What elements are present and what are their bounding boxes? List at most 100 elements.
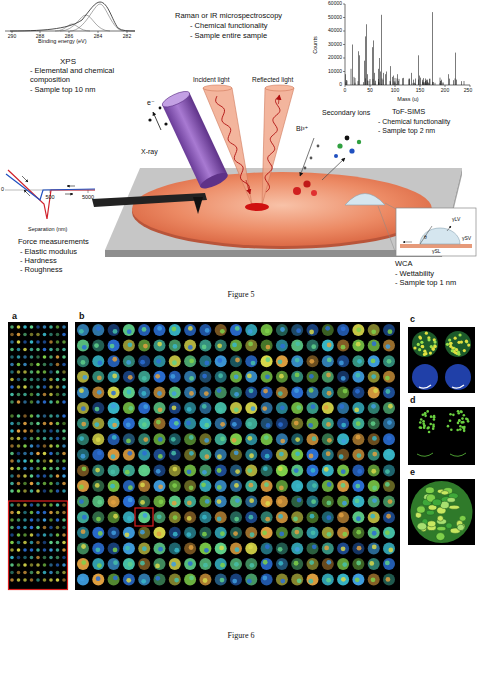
microarray-image bbox=[23, 526, 27, 530]
microarray-image bbox=[337, 496, 349, 508]
microarray-image bbox=[30, 363, 34, 367]
microarray-image bbox=[17, 422, 21, 426]
microarray-image bbox=[62, 452, 66, 456]
spectrum-peak bbox=[386, 72, 387, 86]
light-wave bbox=[265, 96, 280, 192]
microarray-image bbox=[108, 371, 120, 383]
microarray-image bbox=[30, 400, 34, 404]
microarray-image bbox=[245, 449, 257, 461]
microarray-image bbox=[189, 545, 194, 550]
microarray-image bbox=[245, 355, 257, 367]
microarray-image bbox=[30, 556, 34, 560]
microarray-image bbox=[10, 503, 14, 507]
microarray-image bbox=[341, 546, 346, 551]
microarray-image bbox=[307, 371, 319, 383]
microarray-image bbox=[234, 407, 239, 412]
microarray-image bbox=[154, 418, 166, 430]
microarray-image bbox=[276, 449, 288, 461]
microarray-image bbox=[368, 542, 380, 554]
microarray-image bbox=[309, 330, 314, 335]
microarray-image bbox=[457, 422, 460, 425]
microarray-image bbox=[201, 482, 206, 487]
microarray-image bbox=[217, 499, 222, 504]
microarray-image bbox=[140, 561, 145, 566]
microarray-image bbox=[56, 474, 60, 478]
microarray-image bbox=[23, 355, 27, 359]
microarray-image bbox=[36, 571, 40, 575]
microarray-image bbox=[291, 371, 303, 383]
contact-angle-inset bbox=[447, 226, 451, 231]
microarray-image bbox=[94, 422, 99, 427]
microarray-image bbox=[385, 469, 390, 474]
spectrum-peak bbox=[397, 74, 398, 85]
microarray-image bbox=[108, 386, 120, 398]
microarray-image bbox=[30, 518, 34, 522]
microarray-image bbox=[322, 558, 334, 570]
microarray-image bbox=[188, 561, 193, 566]
microarray-image bbox=[172, 483, 177, 488]
microarray-image bbox=[307, 355, 319, 367]
spectrum-peak bbox=[409, 80, 410, 85]
microarray-image bbox=[467, 420, 470, 423]
microarray-image bbox=[230, 433, 242, 445]
microarray-image bbox=[10, 400, 14, 404]
microarray-image bbox=[36, 578, 40, 582]
microarray-image bbox=[276, 371, 288, 383]
microarray-image bbox=[169, 402, 181, 414]
spectrum-peak bbox=[351, 69, 352, 85]
microarray-image bbox=[112, 423, 117, 428]
photoelectron bbox=[153, 112, 161, 130]
microarray-image bbox=[154, 464, 166, 476]
microarray-image bbox=[202, 515, 207, 520]
microarray-image bbox=[322, 433, 334, 445]
microarray-image bbox=[291, 433, 303, 445]
ion-beam bbox=[322, 158, 345, 180]
spectrum-peak bbox=[347, 81, 348, 85]
microarray-image bbox=[460, 410, 463, 413]
microarray-image bbox=[291, 542, 303, 554]
force-curve bbox=[5, 170, 95, 219]
microarray-image bbox=[96, 576, 101, 581]
microarray-image bbox=[230, 418, 242, 430]
microarray-image bbox=[43, 429, 47, 433]
microarray-image bbox=[96, 517, 101, 522]
microarray-image bbox=[425, 487, 434, 494]
microarray-image bbox=[324, 405, 329, 410]
microarray-image bbox=[123, 402, 135, 414]
microarray-image bbox=[36, 385, 40, 389]
microarray-image bbox=[128, 342, 133, 347]
microarray-image bbox=[30, 340, 34, 344]
microarray-image bbox=[126, 578, 131, 583]
microarray-image bbox=[49, 370, 53, 374]
microarray-image bbox=[108, 355, 120, 367]
microarray-image bbox=[184, 324, 196, 336]
microarray-image bbox=[215, 542, 227, 554]
microarray-image bbox=[126, 422, 131, 427]
microarray-image bbox=[43, 489, 47, 493]
microarray-image bbox=[17, 378, 21, 382]
microarray-image bbox=[36, 526, 40, 530]
microarray-image bbox=[261, 418, 273, 430]
microarray-image bbox=[62, 541, 66, 545]
microarray-image bbox=[49, 459, 53, 463]
microarray-image bbox=[49, 556, 53, 560]
microarray-image bbox=[412, 364, 438, 390]
water-droplet bbox=[378, 203, 396, 254]
microarray-image bbox=[457, 412, 460, 415]
microarray-image bbox=[307, 402, 319, 414]
microarray-image bbox=[432, 416, 435, 419]
microarray-image bbox=[245, 480, 257, 492]
microarray-image bbox=[234, 392, 239, 397]
microarray-image bbox=[265, 501, 270, 506]
microarray-image bbox=[199, 511, 211, 523]
microarray-image bbox=[311, 530, 316, 535]
microarray-image bbox=[368, 558, 380, 570]
microarray-image bbox=[10, 563, 14, 567]
microarray-image bbox=[368, 464, 380, 476]
microarray-image bbox=[56, 422, 60, 426]
microarray-image bbox=[261, 527, 273, 539]
microarray-image bbox=[23, 414, 27, 418]
microarray-image bbox=[43, 474, 47, 478]
microarray-image bbox=[322, 418, 334, 430]
microarray-image bbox=[43, 452, 47, 456]
